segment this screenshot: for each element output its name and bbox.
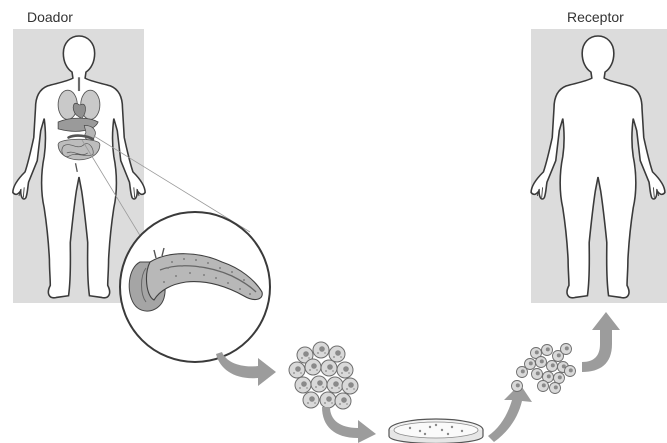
arrow-pancreas-to-islets [216,352,276,386]
arrow-cells-to-recipient [582,312,620,372]
islet-cell-cluster-icon [289,342,358,409]
petri-dish-icon [389,419,483,443]
arrow-dish-to-cells [488,384,532,442]
arrow-islets-to-dish [322,407,376,443]
transplant-cell-cluster-icon [512,344,576,394]
